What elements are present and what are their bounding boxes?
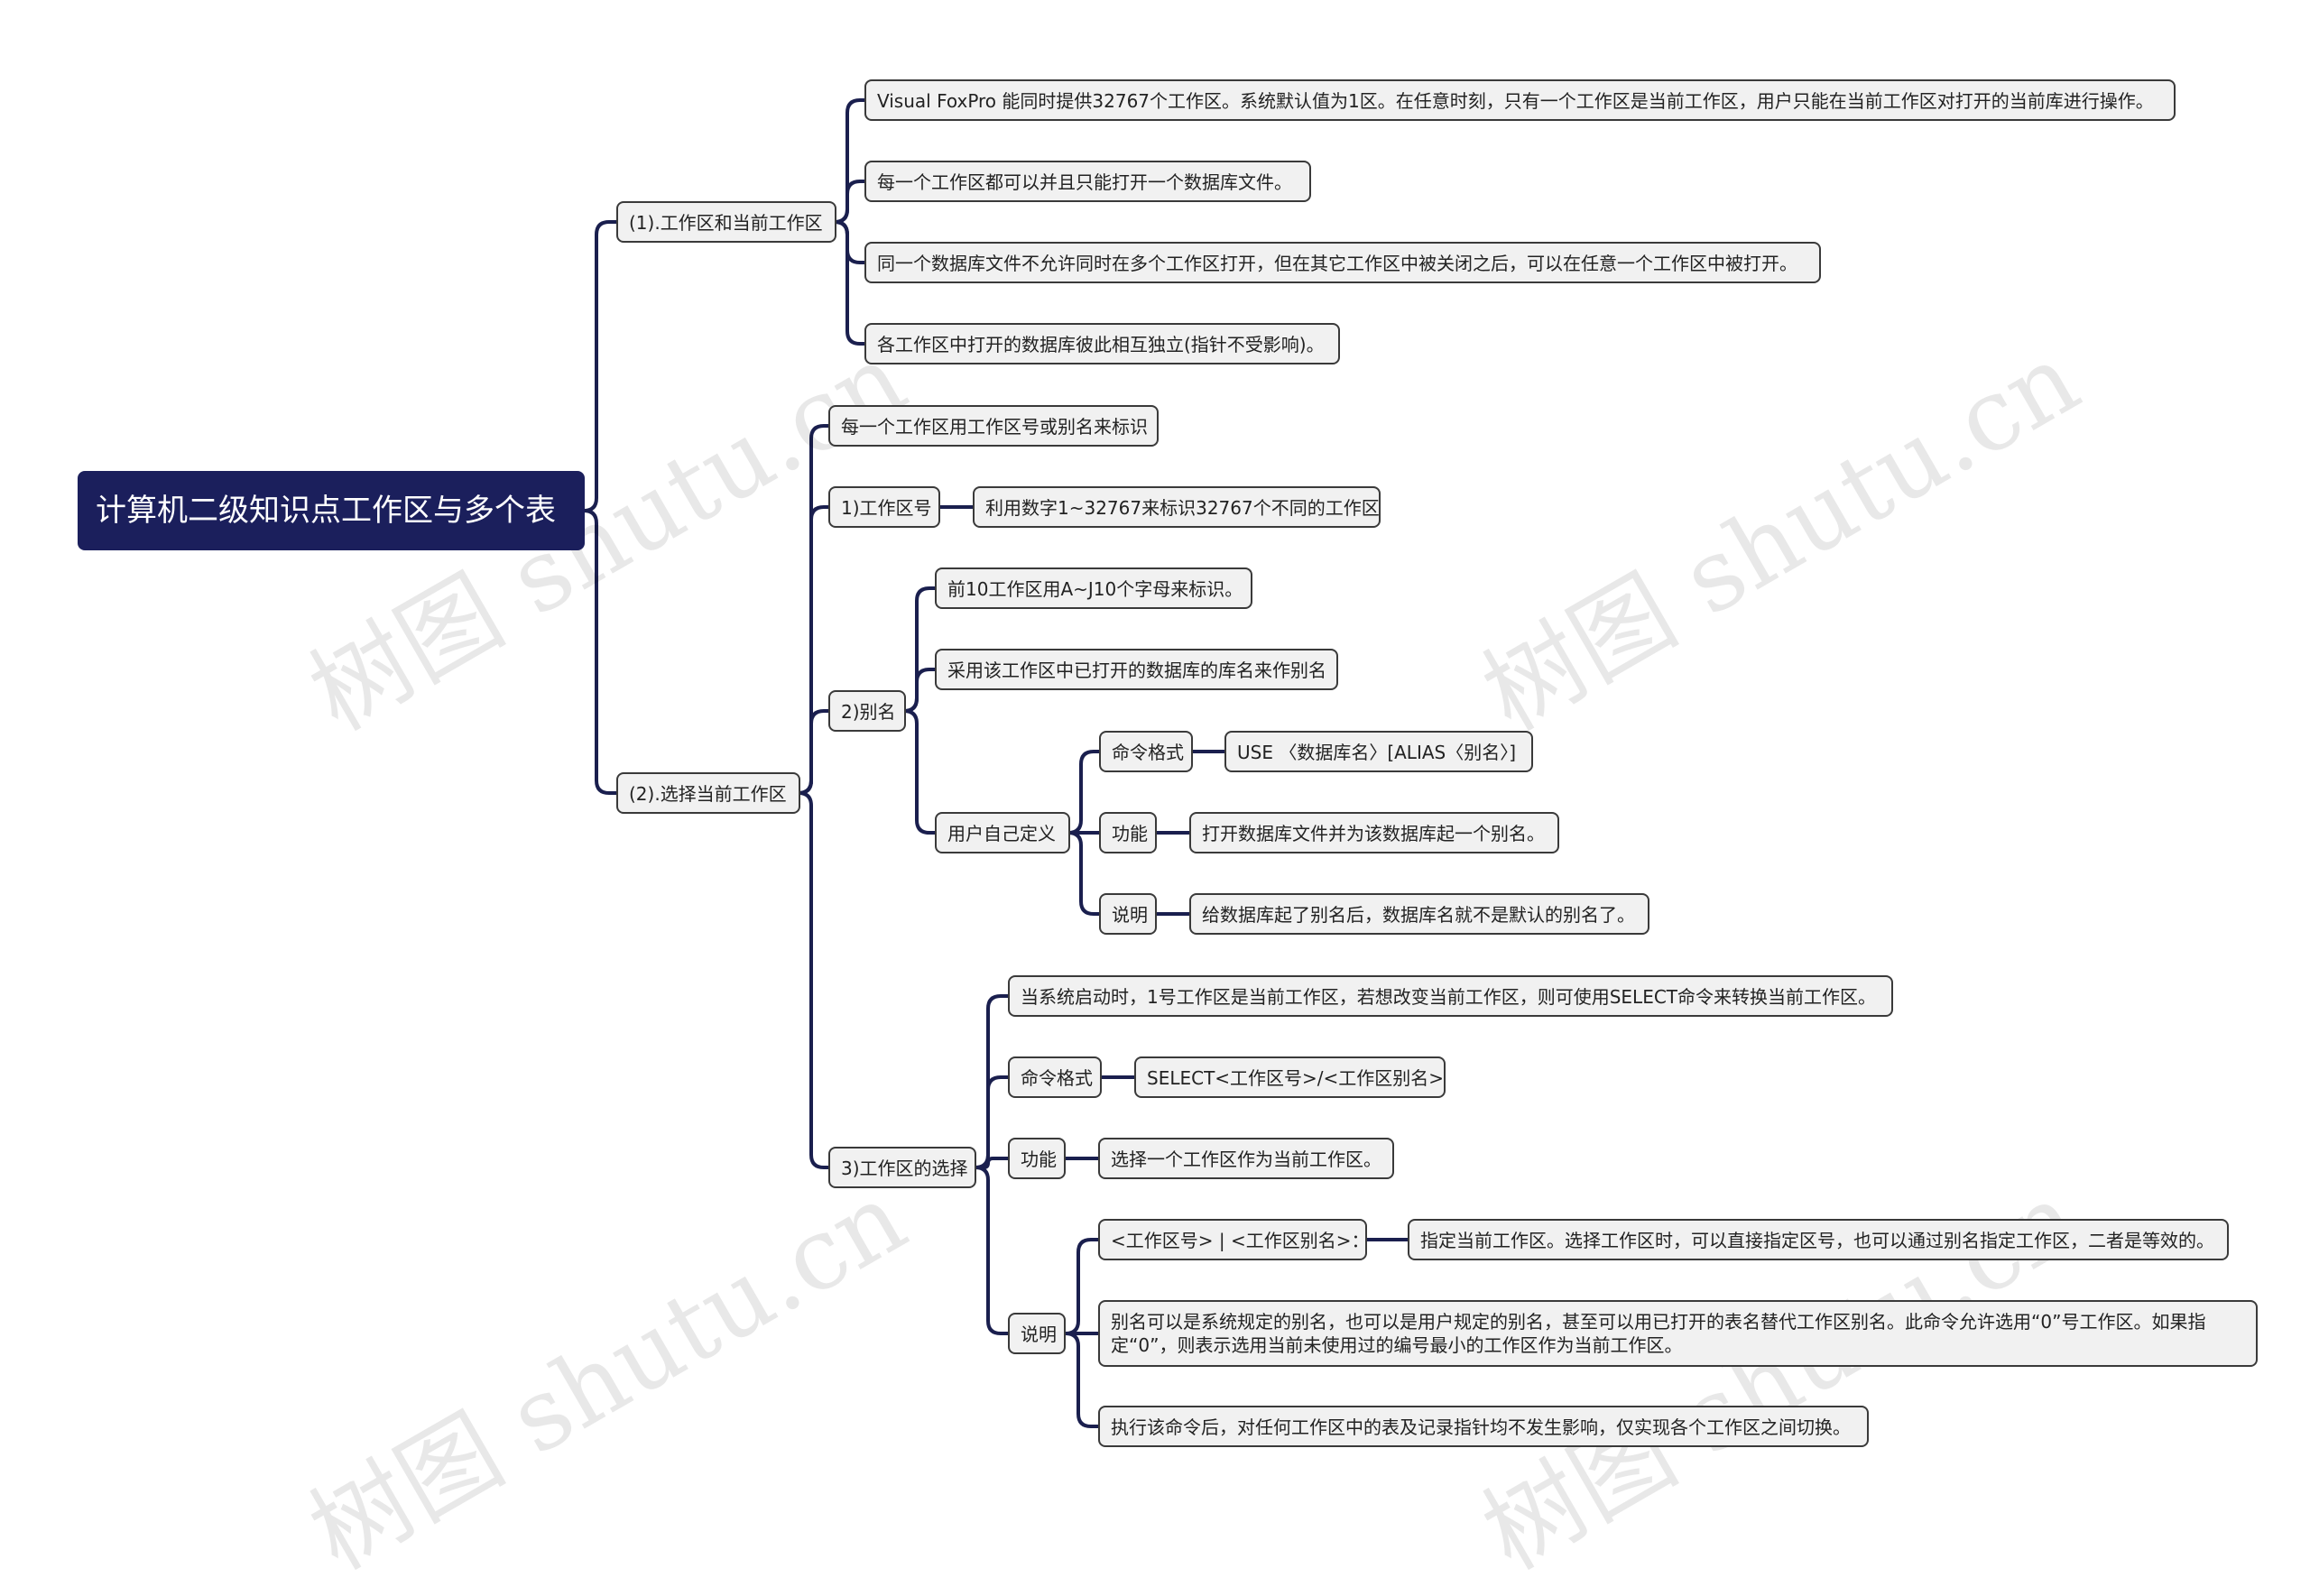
connector-line	[902, 668, 937, 713]
connector-line	[902, 586, 937, 713]
connector-line	[797, 791, 830, 1169]
topic-select-current-workspace[interactable]: (2).选择当前工作区	[616, 772, 800, 814]
topic-alias[interactable]: 2)别名	[828, 690, 906, 732]
connector-line	[582, 509, 618, 795]
topic-startup-workspace[interactable]: 当系统启动时，1号工作区是当前工作区，若想改变当前工作区，则可使用SELECT命…	[1008, 975, 1893, 1017]
topic-workspace-number[interactable]: 1)工作区号	[828, 486, 940, 528]
topic-param-description[interactable]: 指定当前工作区。选择工作区时，可以直接指定区号，也可以通过别名指定工作区，二者是…	[1408, 1219, 2229, 1260]
topic-one-db-per-workspace[interactable]: 每一个工作区都可以并且只能打开一个数据库文件。	[864, 161, 1311, 202]
topic-function[interactable]: 功能	[1099, 812, 1157, 853]
topic-workspace-selection[interactable]: 3)工作区的选择	[828, 1147, 976, 1188]
topic-select-function[interactable]: 选择一个工作区作为当前工作区。	[1098, 1138, 1394, 1179]
topic-32767-workspaces[interactable]: Visual FoxPro 能同时提供32767个工作区。系统默认值为1区。在任…	[864, 79, 2176, 121]
topic-note[interactable]: 说明	[1099, 893, 1157, 935]
topic-alias-db-name[interactable]: 采用该工作区中已打开的数据库的库名来作别名	[935, 649, 1338, 690]
topic-alias-note[interactable]: 给数据库起了别名后，数据库名就不是默认的别名了。	[1189, 893, 1649, 935]
connector-line	[974, 1166, 1010, 1335]
connector-lines	[582, 98, 1409, 1428]
topic-switch-no-effect[interactable]: 执行该命令后，对任何工作区中的表及记录指针均不发生影响，仅实现各个工作区之间切换…	[1098, 1406, 1869, 1447]
connector-line	[833, 180, 866, 224]
connector-line	[833, 98, 866, 224]
topic-db-single-open[interactable]: 同一个数据库文件不允许同时在多个工作区打开，但在其它工作区中被关闭之后，可以在任…	[864, 242, 1821, 283]
connector-line	[833, 220, 866, 264]
topic-number-range[interactable]: 利用数字1~32767来标识32767个不同的工作区	[973, 486, 1381, 528]
topic-command-format[interactable]: 命令格式	[1099, 731, 1193, 772]
topic-use-alias-syntax[interactable]: USE 〈数据库名〉[ALIAS〈别名〉]	[1224, 731, 1533, 772]
topic-function[interactable]: 功能	[1008, 1138, 1066, 1179]
connector-line	[1067, 750, 1101, 835]
connector-line	[797, 424, 830, 795]
connector-line	[833, 220, 866, 346]
connector-line	[974, 1075, 1010, 1169]
topic-select-syntax[interactable]: SELECT<工作区号>/<工作区别名>	[1134, 1056, 1446, 1098]
topic-identify-by-number-or-alias[interactable]: 每一个工作区用工作区号或别名来标识	[828, 405, 1159, 447]
root-node[interactable]: 计算机二级知识点工作区与多个表	[78, 471, 585, 550]
topic-note[interactable]: 说明	[1008, 1313, 1066, 1354]
topic-number-or-alias-param[interactable]: <工作区号> | <工作区别名>：	[1098, 1219, 1369, 1260]
mind-map: 树图 shutu.cn 树图 shutu.cn 树图 shutu.cn 树图 s…	[78, 79, 2258, 1591]
topic-use-alias-function[interactable]: 打开数据库文件并为该数据库起一个别名。	[1189, 812, 1559, 853]
topic-alias-zero-workspace[interactable]: 别名可以是系统规定的别名，也可以是用户规定的别名，甚至可以用已打开的表名替代工作…	[1098, 1300, 2258, 1367]
connector-line	[902, 709, 937, 835]
connector-line	[797, 505, 830, 795]
connector-line	[582, 220, 618, 512]
connector-line	[797, 709, 830, 795]
connector-line	[975, 1157, 1010, 1169]
topic-alias-letters[interactable]: 前10工作区用A~J10个字母来标识。	[935, 567, 1252, 609]
topic-db-independent[interactable]: 各工作区中打开的数据库彼此相互独立(指针不受影响)。	[864, 323, 1340, 364]
topic-workspace-and-current[interactable]: (1).工作区和当前工作区	[616, 201, 836, 243]
topic-command-format[interactable]: 命令格式	[1008, 1056, 1102, 1098]
connector-line	[1067, 831, 1101, 916]
topic-user-defined[interactable]: 用户自己定义	[935, 812, 1070, 853]
connector-line	[1064, 1238, 1100, 1335]
connector-line	[1064, 1332, 1100, 1428]
